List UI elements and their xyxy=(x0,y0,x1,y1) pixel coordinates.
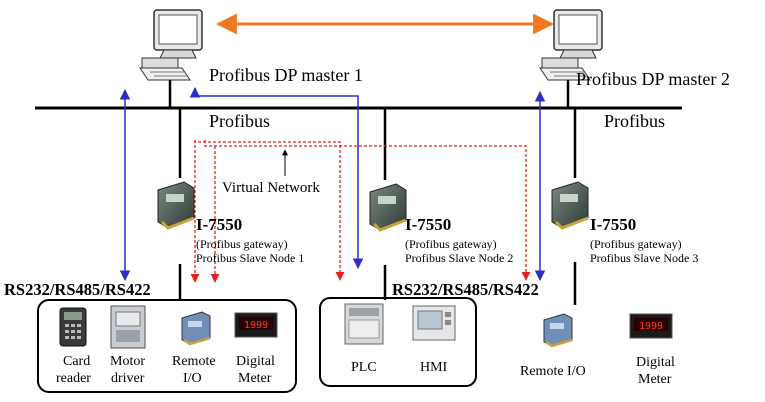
remote-io-1-label-line1: Remote xyxy=(172,354,216,369)
device-group-node-1 xyxy=(37,299,297,393)
motor-driver-label-line1: Motor xyxy=(110,354,145,369)
virtual-network-links xyxy=(190,140,531,283)
digital-meter-1-label-line1: Digital xyxy=(236,354,275,369)
gateway-1-role: (Profibus gateway) xyxy=(196,237,288,251)
hmi-icon xyxy=(412,305,456,341)
digital-meter-3-label-line1: Digital xyxy=(636,355,675,370)
card-reader-label-line2: reader xyxy=(56,371,91,386)
remote-io-3-label: Remote I/O xyxy=(520,364,586,379)
gateway-module-icon-2 xyxy=(369,183,407,232)
remote-io-icon-1 xyxy=(181,311,211,346)
gateway-3-node: Profibus Slave Node 3 xyxy=(590,251,698,265)
master-2-label: Profibus DP master 2 xyxy=(576,69,730,89)
blue-link-node-2 xyxy=(189,86,364,270)
motor-driver-label-line2: driver xyxy=(111,371,145,386)
virtual-network-label: Virtual Network xyxy=(222,180,320,196)
gateway-2-role: (Profibus gateway) xyxy=(405,237,497,251)
profibus-label-left: Profibus xyxy=(209,111,270,131)
gateway-module-icon-1 xyxy=(157,181,195,230)
computer-icon-master-1 xyxy=(139,9,203,81)
digital-meter-3-label-line2: Meter xyxy=(638,372,672,387)
computer-icon-master-2 xyxy=(539,9,603,81)
remote-io-icon-3 xyxy=(543,313,573,348)
hmi-label: HMI xyxy=(420,360,448,375)
serial-label-1: RS232/RS485/RS422 xyxy=(4,280,151,299)
digital-meter-icon-3: 1999 xyxy=(629,313,673,339)
master-1-label: Profibus DP master 1 xyxy=(209,65,363,85)
device-group-node-2 xyxy=(319,297,477,387)
gateway-1-node: Profibus Slave Node 1 xyxy=(196,251,304,265)
serial-label-2: RS232/RS485/RS422 xyxy=(392,280,539,299)
card-reader-label-line1: Card xyxy=(63,354,90,369)
plc-icon xyxy=(344,303,384,345)
gateway-2-node: Profibus Slave Node 2 xyxy=(405,251,513,265)
plc-label: PLC xyxy=(351,360,377,375)
gateway-1-model: I-7550 xyxy=(196,215,242,234)
motor-driver-icon xyxy=(110,305,146,349)
remote-io-1-label-line2: I/O xyxy=(183,371,202,386)
gateway-3-role: (Profibus gateway) xyxy=(590,237,682,251)
profibus-label-right: Profibus xyxy=(604,111,665,131)
digital-meter-1-display: 1999 xyxy=(244,320,268,331)
gateway-2-model: I-7550 xyxy=(405,215,451,234)
digital-meter-1-label-line2: Meter xyxy=(238,371,272,386)
gateway-module-icon-3 xyxy=(551,181,589,230)
digital-meter-icon-1: 1999 xyxy=(234,312,278,338)
digital-meter-3-display: 1999 xyxy=(639,321,663,332)
gateway-3-model: I-7550 xyxy=(590,215,636,234)
card-reader-icon xyxy=(59,307,87,347)
